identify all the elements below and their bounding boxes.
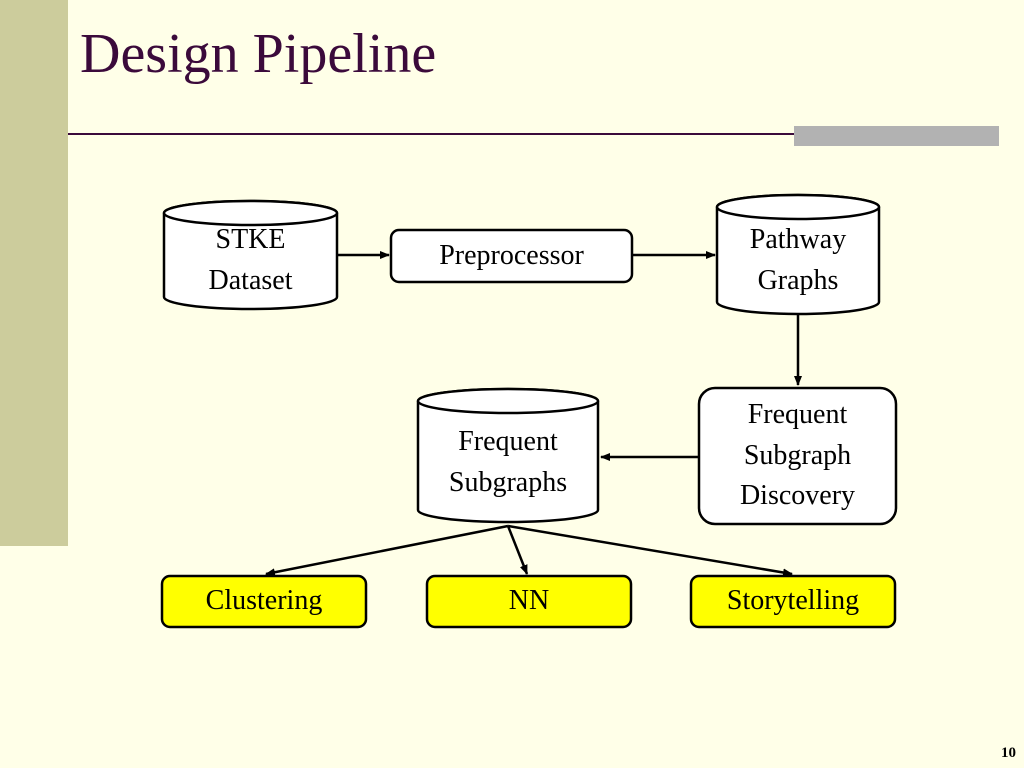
label-stke-dataset: STKE Dataset [164, 220, 337, 303]
label-text-preprocessor: Preprocessor [439, 239, 584, 271]
label-storytelling: Storytelling [691, 576, 895, 627]
edge-frequent-subgraphs-to-nn [506, 525, 529, 575]
box-preprocessor [389, 228, 634, 284]
label-fsg-discovery: Frequent Subgraph Discovery [699, 388, 896, 524]
box-clustering [160, 574, 368, 629]
cylinder-pathway-graphs [715, 193, 881, 316]
label-text-frequent-subgraphs: Frequent Subgraphs [448, 426, 568, 498]
label-text-pathway-graphs: Pathway Graphs [749, 224, 847, 296]
box-nn [425, 574, 633, 629]
cylinder-frequent-subgraphs [416, 387, 600, 524]
title-rule [68, 133, 998, 135]
cylinder-stke-dataset [162, 199, 339, 311]
slide-title: Design Pipeline [80, 23, 437, 85]
box-fsg-discovery [697, 386, 898, 526]
label-nn: NN [427, 576, 631, 627]
page-number: 10 [1001, 745, 1016, 761]
label-text-stke-dataset: STKE Dataset [208, 224, 293, 296]
box-storytelling [689, 574, 897, 629]
label-preprocessor: Preprocessor [391, 230, 632, 282]
edge-frequent-subgraphs-to-clustering [265, 524, 509, 577]
side-band [0, 0, 68, 546]
label-clustering: Clustering [162, 576, 366, 627]
label-frequent-subgraphs: Frequent Subgraphs [418, 422, 598, 516]
edge-frequent-subgraphs-to-storytelling [507, 524, 793, 577]
edge-layer [265, 251, 802, 577]
label-text-clustering: Clustering [205, 585, 323, 617]
node-layer [160, 193, 898, 629]
label-text-nn: NN [508, 585, 550, 617]
label-pathway-graphs: Pathway Graphs [717, 220, 879, 308]
label-text-storytelling: Storytelling [726, 585, 860, 617]
label-text-fsg-discovery: Frequent Subgraph Discovery [739, 399, 856, 512]
title-rule-accent [794, 126, 999, 146]
